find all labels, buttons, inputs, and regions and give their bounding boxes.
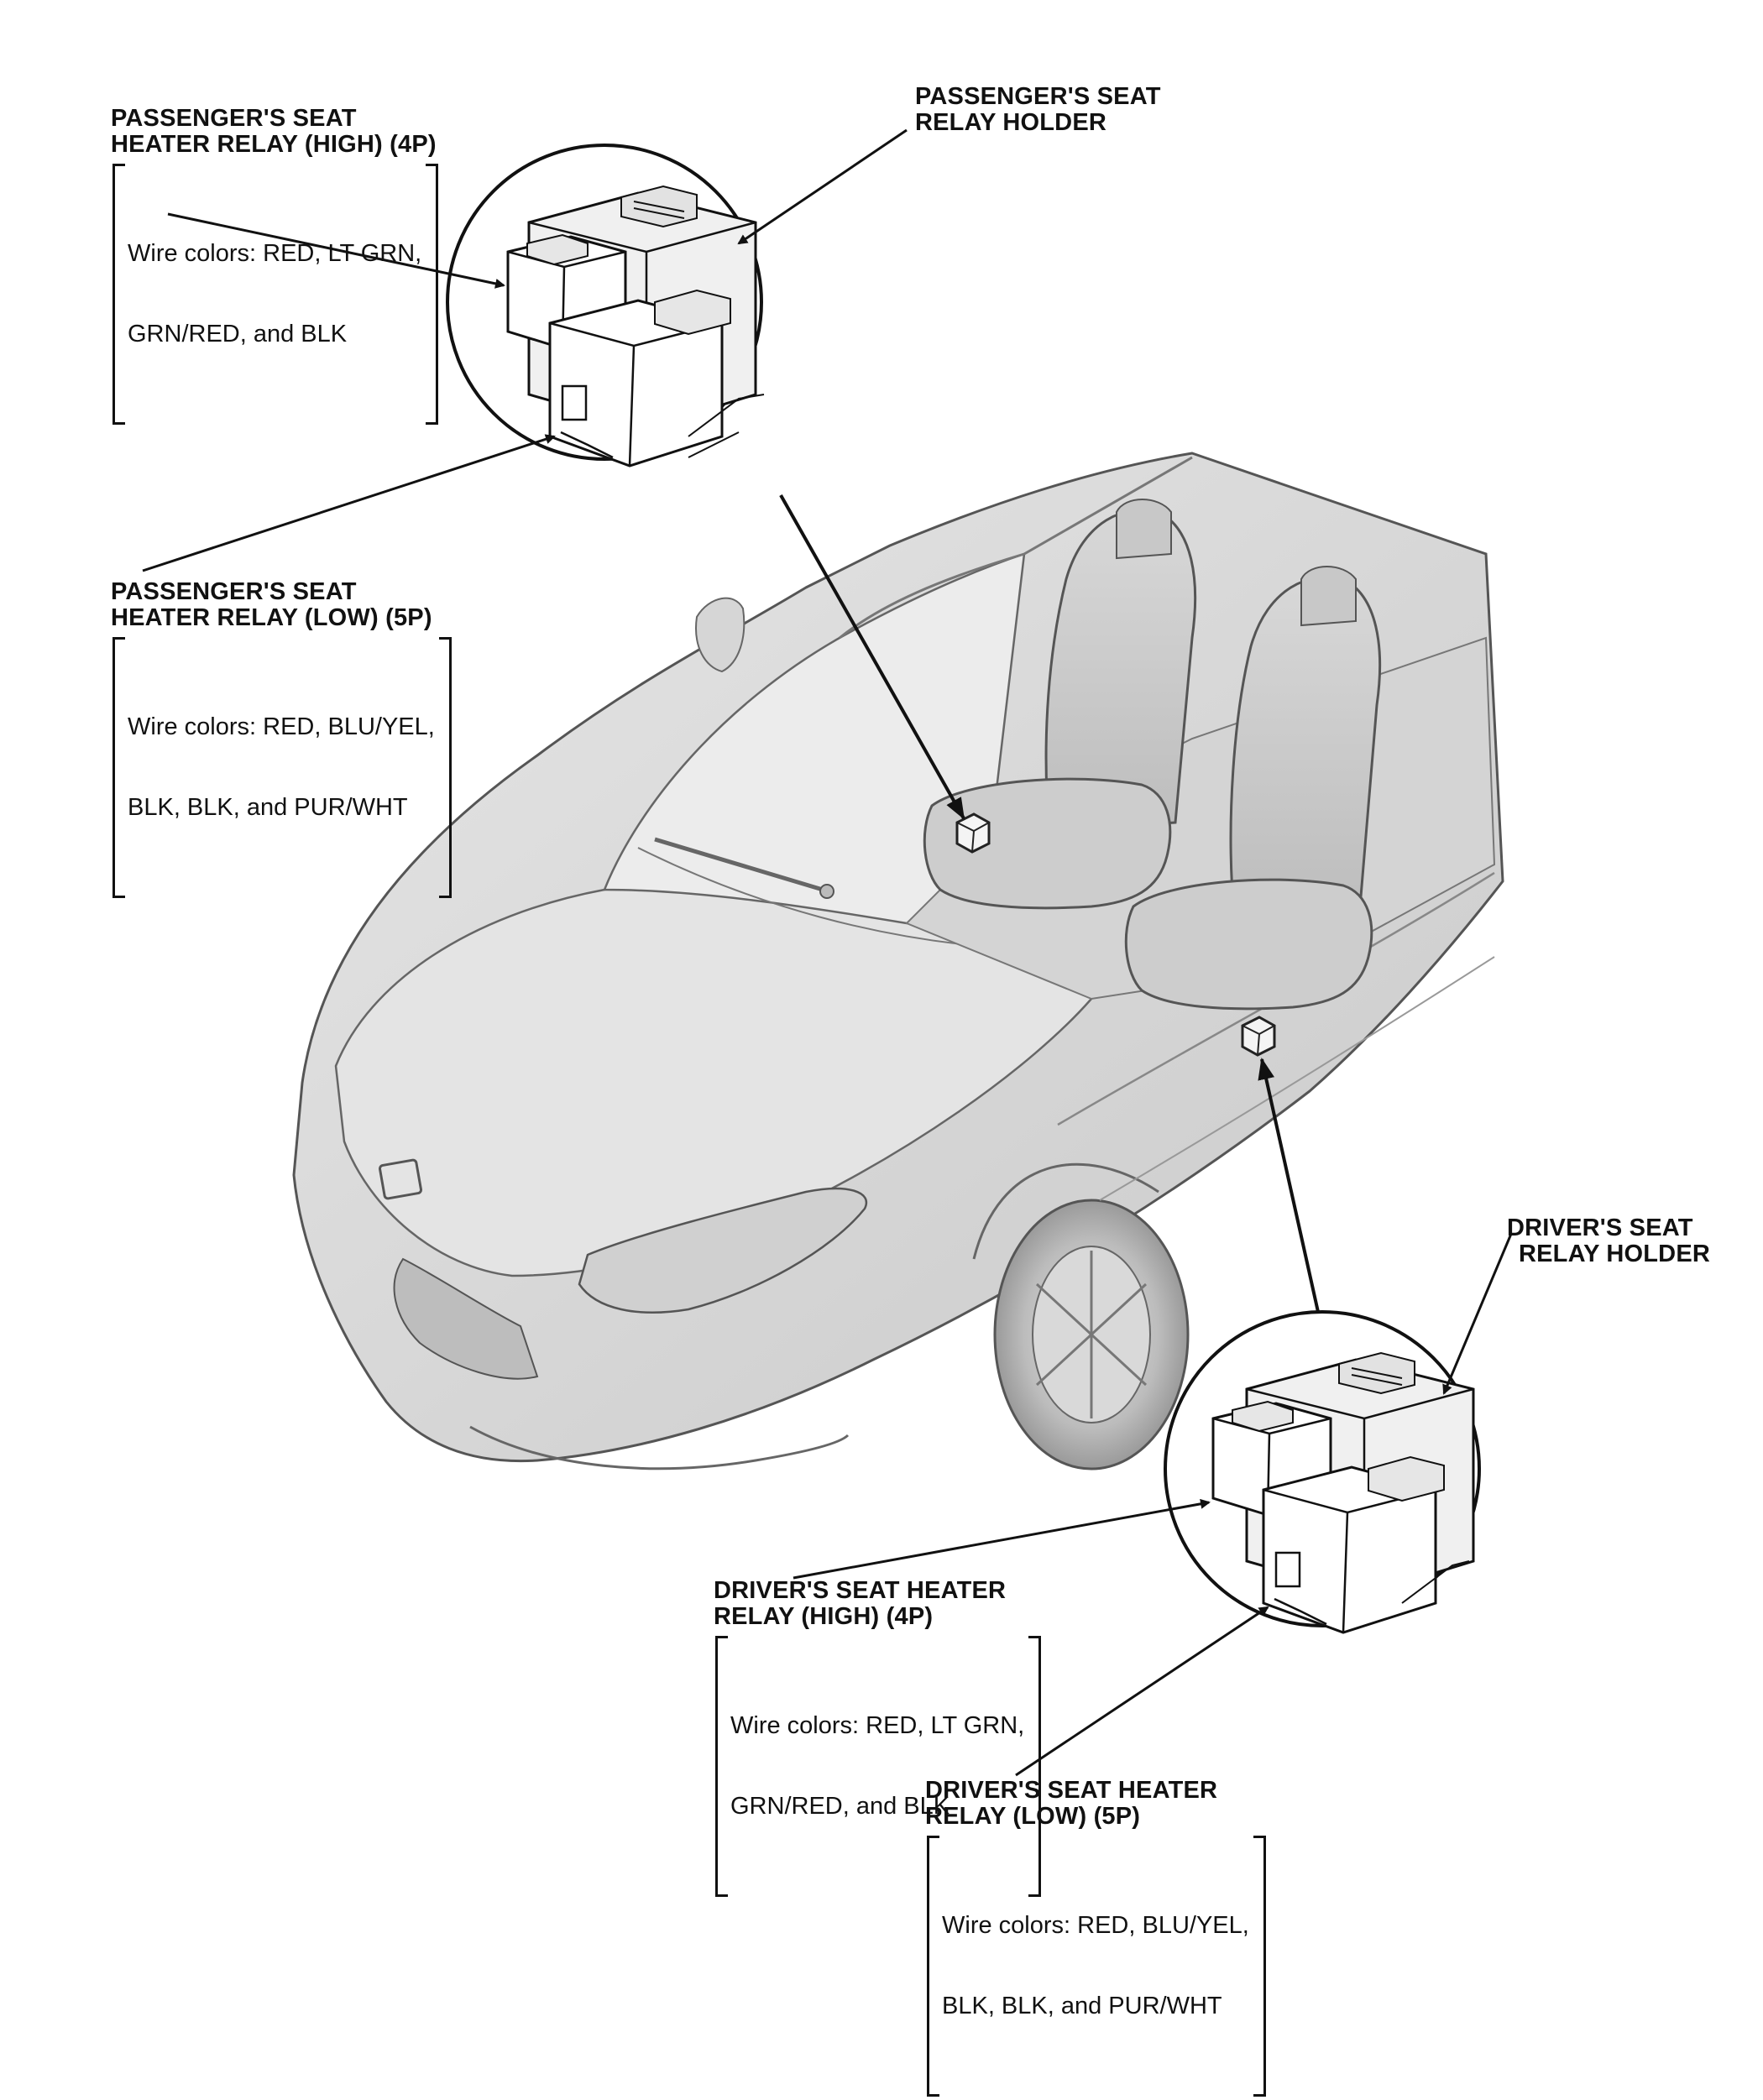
callout-title: RELAY (LOW) (5P) — [925, 1803, 1141, 1830]
relay-holder-icon — [955, 812, 991, 854]
leader-driver-high — [793, 1498, 1211, 1580]
bracket-left — [112, 637, 125, 898]
wire-colors: Wire colors: RED, LT GRN, GRN/RED, and B… — [714, 1632, 1043, 1900]
relay-icon — [548, 289, 765, 468]
wire-colors-line: Wire colors: RED, BLU/YEL, — [128, 713, 435, 740]
callout-title: RELAY HOLDER — [915, 109, 1106, 136]
callout-driver-high-relay: DRIVER'S SEAT HEATER RELAY (HIGH) (4P) W… — [714, 1578, 1043, 1900]
callout-title: HEATER RELAY (HIGH) (4P) — [111, 131, 437, 158]
callout-title: DRIVER'S SEAT HEATER — [925, 1777, 1218, 1804]
relay-holder-icon — [1241, 1016, 1276, 1057]
callout-title: HEATER RELAY (LOW) (5P) — [111, 604, 432, 631]
leader-passenger-holder — [737, 128, 908, 245]
relay-icon — [1262, 1455, 1470, 1634]
leader-passenger-low — [142, 434, 556, 572]
callout-title: DRIVER'S SEAT — [1507, 1215, 1693, 1241]
bracket-right — [1253, 1836, 1266, 2097]
leader-passenger-high — [167, 212, 505, 289]
callout-driver-relay-holder: DRIVER'S SEAT RELAY HOLDER — [1507, 1215, 1710, 1267]
wire-colors-line: Wire colors: RED, LT GRN, — [730, 1712, 1025, 1739]
bracket-left — [715, 1636, 728, 1897]
callout-title: RELAY HOLDER — [1519, 1241, 1710, 1267]
car-illustration — [292, 452, 1504, 1471]
callout-passenger-high-relay: PASSENGER'S SEAT HEATER RELAY (HIGH) (4P… — [111, 106, 440, 428]
leader-driver-holder — [1442, 1233, 1513, 1395]
leader-driver-seat — [1258, 1058, 1320, 1313]
car-badge — [378, 1158, 423, 1200]
callout-passenger-relay-holder: PASSENGER'S SEAT RELAY HOLDER — [915, 84, 1161, 136]
passenger-zoom-circle — [446, 144, 765, 468]
callout-title: RELAY (HIGH) (4P) — [714, 1603, 934, 1630]
wire-colors-line: GRN/RED, and BLK — [730, 1793, 950, 1820]
wire-colors-line: Wire colors: RED, LT GRN, — [128, 240, 422, 267]
car-headlight — [578, 1187, 867, 1314]
bracket-left — [927, 1836, 939, 2097]
callout-title: PASSENGER'S SEAT — [111, 578, 357, 605]
car-hood — [334, 878, 1093, 1277]
wire-colors: Wire colors: RED, BLU/YEL, BLK, BLK, and… — [111, 633, 453, 901]
callout-title: DRIVER'S SEAT HEATER — [714, 1577, 1007, 1604]
driver-zoom-circle — [1164, 1310, 1481, 1634]
wire-colors-line: Wire colors: RED, BLU/YEL, — [942, 1912, 1249, 1939]
bracket-right — [1028, 1636, 1042, 1897]
car-side-mirror — [695, 597, 745, 673]
wire-colors: Wire colors: RED, BLU/YEL, BLK, BLK, and… — [925, 1831, 1268, 2100]
bracket-left — [112, 164, 125, 425]
leader-passenger-seat — [779, 494, 965, 820]
seat-heater-relay-location-diagram — [142, 128, 1513, 1777]
bracket-right — [426, 164, 439, 425]
seat-illustration — [923, 499, 1197, 910]
callout-title: PASSENGER'S SEAT — [111, 105, 357, 132]
wire-colors-line: GRN/RED, and BLK — [128, 321, 348, 347]
callout-passenger-low-relay: PASSENGER'S SEAT HEATER RELAY (LOW) (5P)… — [111, 579, 453, 901]
wire-colors-line: BLK, BLK, and PUR/WHT — [128, 794, 408, 821]
wire-colors: Wire colors: RED, LT GRN, GRN/RED, and B… — [111, 159, 440, 428]
leader-lines — [142, 128, 1513, 1777]
callout-title: PASSENGER'S SEAT — [915, 83, 1161, 110]
leader-driver-low — [1015, 1606, 1269, 1777]
car-grille — [393, 1257, 539, 1380]
wire-colors-line: BLK, BLK, and PUR/WHT — [942, 1993, 1222, 2019]
callout-driver-low-relay: DRIVER'S SEAT HEATER RELAY (LOW) (5P) Wi… — [925, 1778, 1268, 2100]
bracket-right — [438, 637, 452, 898]
